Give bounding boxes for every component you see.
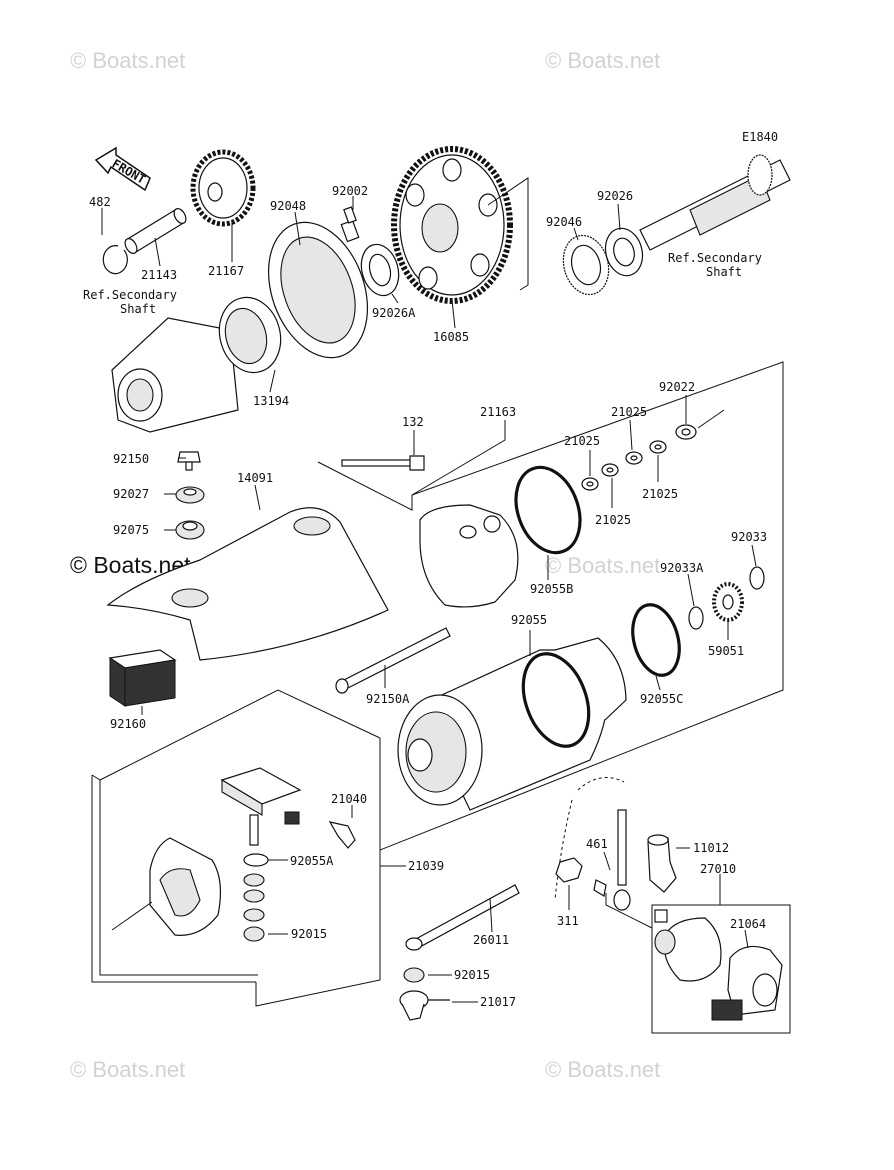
watermark-bottom-left: © Boats.net — [70, 1057, 185, 1082]
label-21040: 21040 — [331, 792, 367, 806]
watermark-mid-right: © Boats.net — [545, 553, 660, 578]
boot-11012-icon — [647, 834, 677, 893]
label-92055B: 92055B — [530, 582, 573, 596]
brush-plate-icon — [149, 837, 222, 936]
label-92033A: 92033A — [660, 561, 704, 575]
bolt-92150-icon — [177, 451, 201, 471]
label-21039: 21039 — [408, 859, 444, 873]
o-ring-92055-icon — [521, 652, 591, 748]
label-92048: 92048 — [270, 199, 306, 213]
label-92015-b: 92015 — [454, 968, 490, 982]
small-gear-icon — [190, 149, 256, 227]
label-92046: 92046 — [546, 215, 582, 229]
bolt-icon — [340, 206, 360, 243]
label-21143: 21143 — [141, 268, 177, 282]
washers-21025-icon — [581, 440, 667, 491]
cover-plate-icon — [267, 221, 369, 359]
solenoid-icon — [654, 909, 722, 982]
label-21064: 21064 — [730, 917, 766, 931]
label-21163: 21163 — [480, 405, 516, 419]
nut-311-icon — [555, 857, 583, 883]
label-21017: 21017 — [480, 995, 516, 1009]
long-bolt-icon — [335, 627, 451, 694]
label-26011: 26011 — [473, 933, 509, 947]
rubber-block-icon — [108, 649, 177, 707]
secondary-shaft-right-icon — [639, 154, 791, 251]
terminal-21040-icon — [328, 821, 356, 849]
secondary-shaft-left-icon — [111, 317, 239, 433]
label-92015-a: 92015 — [291, 927, 327, 941]
washer-icon — [360, 243, 400, 297]
circlip-icon — [102, 245, 128, 275]
label-21167: 21167 — [208, 264, 244, 278]
washer-stack-icon — [243, 873, 265, 942]
label-311: 311 — [557, 914, 579, 928]
nut-92015-icon — [403, 967, 425, 983]
end-cover-icon — [419, 504, 519, 608]
front-arrow-icon: FRONT — [94, 146, 151, 192]
label-482: 482 — [89, 195, 111, 209]
washer-92022-icon — [675, 424, 697, 440]
pinion-gear-icon — [712, 582, 744, 622]
label-27010: 27010 — [700, 862, 736, 876]
label-ref-shaft-right-2: Shaft — [706, 265, 742, 279]
label-92002: 92002 — [332, 184, 368, 198]
watermark-bottom-right: © Boats.net — [545, 1057, 660, 1082]
label-92033: 92033 — [731, 530, 767, 544]
o-ring-92055B-icon — [514, 465, 582, 555]
label-ref-shaft-left-2: Shaft — [120, 302, 156, 316]
label-132: 132 — [402, 415, 424, 429]
starter-motor-icon — [397, 637, 627, 811]
label-21025-d: 21025 — [595, 513, 631, 527]
washer-right-icon — [604, 227, 644, 277]
cable-26011-icon — [405, 884, 520, 951]
label-92022: 92022 — [659, 380, 695, 394]
label-ref-shaft-right-1: Ref.Secondary — [668, 251, 762, 265]
front-label: FRONT — [110, 156, 148, 186]
label-59051: 59051 — [708, 644, 744, 658]
o-ring-92055A-icon — [243, 853, 269, 867]
pin-icon — [124, 208, 187, 254]
label-92027: 92027 — [113, 487, 149, 501]
label-21025-c: 21025 — [642, 487, 678, 501]
label-92150: 92150 — [113, 452, 149, 466]
label-13194: 13194 — [253, 394, 289, 408]
brush-holder-icon — [220, 767, 302, 846]
circlip-92033-icon — [749, 566, 765, 590]
label-92150A: 92150A — [366, 692, 410, 706]
terminal-461-icon — [593, 879, 607, 897]
label-92075: 92075 — [113, 523, 149, 537]
watermark-top-left: © Boats.net — [70, 48, 185, 73]
boot-21017-icon — [399, 990, 450, 1021]
label-16085: 16085 — [433, 330, 469, 344]
label-92026: 92026 — [597, 189, 633, 203]
label-461: 461 — [586, 837, 608, 851]
bearing-icon — [218, 296, 282, 374]
o-ring-92055C-icon — [631, 603, 681, 677]
starter-cover-icon — [106, 507, 389, 661]
label-92026A: 92026A — [372, 306, 416, 320]
label-ref-shaft-left-1: Ref.Secondary — [83, 288, 177, 302]
label-21025-a: 21025 — [611, 405, 647, 419]
vertical-cable-icon — [613, 809, 631, 911]
label-92160: 92160 — [110, 717, 146, 731]
figure-code: E1840 — [742, 130, 778, 144]
label-21025-b: 21025 — [564, 434, 600, 448]
watermark-top-right: © Boats.net — [545, 48, 660, 73]
solenoid-cover-icon — [711, 945, 783, 1021]
label-14091: 14091 — [237, 471, 273, 485]
label-92055A: 92055A — [290, 854, 334, 868]
bolt-132-icon — [341, 455, 425, 471]
label-92055: 92055 — [511, 613, 547, 627]
circlip-92033A-icon — [688, 606, 704, 630]
washer-92027-icon — [175, 486, 205, 504]
label-11012: 11012 — [693, 841, 729, 855]
grommet-92075-icon — [175, 520, 205, 540]
large-gear-icon — [391, 146, 513, 304]
label-92055C: 92055C — [640, 692, 683, 706]
